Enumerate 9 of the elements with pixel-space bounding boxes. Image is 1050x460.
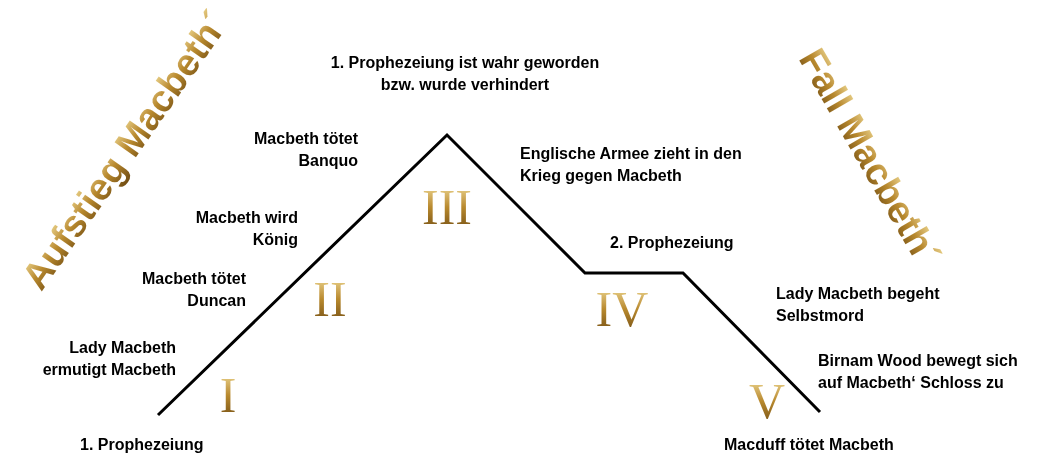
event-label: Lady Macbeth begeht Selbstmord (776, 284, 941, 326)
event-label: Lady Macbeth ermutigt Macbeth (41, 338, 176, 380)
event-label: 2. Prophezeiung (610, 233, 735, 253)
event-label: 1. Prophezeiung ist wahr geworden bzw. wurde verhindert (329, 53, 601, 95)
event-label: Birnam Wood bewegt sich auf Macbeth‘ Schloss zu (818, 351, 1019, 393)
event-label: Macbeth tötet Banquo (253, 129, 358, 171)
event-label: Englische Armee zieht in den Krieg gegen Macbeth (520, 144, 743, 186)
event-label: Macduff tötet Macbeth (724, 435, 895, 455)
event-label: 1. Prophezeiung (80, 435, 205, 455)
